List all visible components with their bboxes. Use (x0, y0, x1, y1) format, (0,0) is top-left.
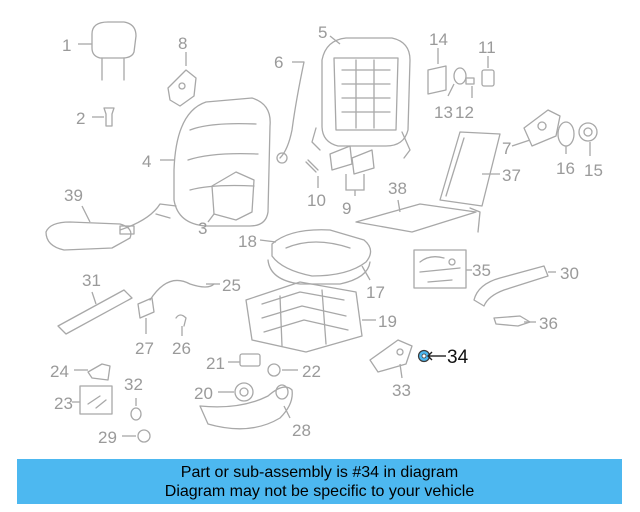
label-39: 39 (64, 186, 83, 205)
label-36: 36 (539, 314, 558, 333)
part-35-motor-kit (413, 249, 472, 289)
part-39-side-panel (45, 203, 177, 251)
label-15: 15 (584, 161, 603, 180)
label-37: 37 (502, 166, 521, 185)
label-2: 2 (76, 109, 85, 128)
label-23: 23 (54, 394, 73, 413)
part-33-cover (369, 339, 413, 379)
part-11-cap (481, 56, 495, 87)
label-19: 19 (378, 312, 397, 331)
part-5-frame (311, 35, 411, 159)
label-20: 20 (194, 384, 213, 403)
part-20-gear-motor (218, 382, 254, 402)
label-3: 3 (198, 219, 207, 238)
part-13-knob (447, 67, 467, 97)
label-8: 8 (178, 34, 187, 53)
part-18-cushion-cover (259, 229, 372, 277)
label-14: 14 (429, 30, 448, 49)
label-38: 38 (388, 179, 407, 198)
label-21: 21 (206, 354, 225, 373)
part-4-backrest-cover (160, 97, 271, 227)
label-10: 10 (307, 191, 326, 210)
label-34: 34 (447, 347, 469, 368)
part-21-motor (228, 353, 261, 367)
part-10-pin (305, 159, 319, 188)
part-31-side-trim (57, 289, 133, 335)
label-33: 33 (392, 381, 411, 400)
part-37-back-board (439, 131, 501, 207)
label-25: 25 (222, 276, 241, 295)
label-9: 9 (342, 199, 351, 218)
label-4: 4 (142, 152, 151, 171)
part-25-cable (149, 279, 220, 301)
label-7: 7 (502, 139, 511, 158)
part-27-bracket (137, 297, 155, 334)
part-7-recliner-cover (511, 109, 561, 147)
info-banner: Part or sub-assembly is #34 in diagram D… (17, 459, 622, 504)
label-24: 24 (50, 362, 69, 381)
label-16: 16 (556, 159, 575, 178)
part-38-seat-board (355, 199, 481, 233)
part-26-clip (175, 314, 187, 336)
part-16-ring (557, 121, 575, 154)
label-13: 13 (434, 103, 453, 122)
label-1: 1 (62, 36, 71, 55)
part-34-highlighted[interactable] (417, 349, 447, 363)
label-27: 27 (135, 339, 154, 358)
part-8-bracket (167, 52, 197, 107)
label-6: 6 (274, 53, 283, 72)
banner-line-1: Part or sub-assembly is #34 in diagram (180, 463, 459, 481)
part-29-nut (122, 429, 151, 443)
label-17: 17 (366, 283, 385, 302)
label-35: 35 (472, 261, 491, 280)
part-23-kit (72, 385, 113, 415)
label-30: 30 (560, 264, 579, 283)
part-28-side-shield (199, 384, 293, 430)
part-12-button (465, 77, 475, 98)
part-3-panel (207, 171, 255, 223)
part-19-seat-frame (245, 281, 376, 353)
part-36-handle (493, 315, 536, 327)
seat-parts-diagram: 1 2 8 4 3 39 6 (45, 21, 603, 447)
label-28: 28 (292, 421, 311, 440)
banner-line-2: Diagram may not be specific to your vehi… (164, 482, 475, 500)
part-15-gear (578, 122, 598, 156)
label-12: 12 (455, 103, 474, 122)
part-24-handle (74, 363, 111, 381)
part-17-cushion (267, 259, 371, 285)
part-14-switch (427, 48, 447, 95)
part-1-headrest (78, 21, 137, 81)
label-29: 29 (98, 428, 117, 447)
part-2-guide (92, 107, 115, 127)
part-22-knob (267, 363, 298, 377)
label-11: 11 (478, 38, 496, 57)
label-18: 18 (238, 232, 257, 251)
label-31: 31 (82, 271, 101, 290)
part-6-cable (276, 61, 305, 164)
label-32: 32 (124, 375, 143, 394)
part-30-trim (473, 265, 556, 307)
label-26: 26 (172, 339, 191, 358)
part-32-cap (130, 398, 142, 421)
part-9-levers (329, 145, 375, 196)
label-22: 22 (302, 362, 321, 381)
label-5: 5 (318, 23, 327, 42)
